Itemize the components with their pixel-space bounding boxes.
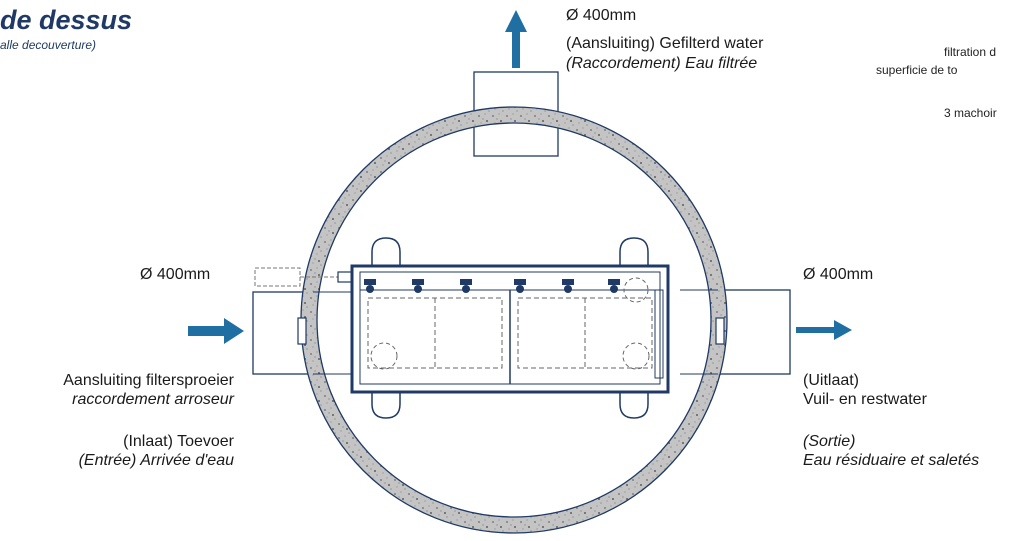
outlet-label-nl-2: Vuil- en restwater — [803, 391, 927, 408]
ring-inner-edge — [316, 122, 712, 518]
right-note-1: filtration d — [944, 45, 997, 59]
basket-ring-top-right — [623, 277, 649, 303]
inlet-supply-nl: (Inlaat) Toevoer — [123, 433, 234, 450]
basket-ring-left — [370, 342, 398, 370]
view-subtitle: alle decouverture) — [0, 38, 97, 52]
left-clamp — [297, 317, 307, 345]
view-title: de dessus — [0, 5, 133, 35]
nozzle-icon — [364, 279, 376, 293]
outlet-diameter: Ø 400mm — [803, 266, 874, 283]
basket-ring-right — [622, 342, 650, 370]
sprayer-connection — [254, 267, 301, 287]
top-outlet-label-nl: (Aansluiting) Gefilterd water — [566, 35, 764, 52]
right-clamp — [715, 317, 725, 345]
handle-top-left — [371, 237, 401, 266]
right-note-3: 3 machoir — [944, 106, 997, 120]
right-pipe — [717, 289, 791, 375]
outlet-label-fr-1: (Sortie) — [803, 433, 856, 450]
nozzle-icon — [562, 279, 574, 293]
nozzle-icon — [412, 279, 424, 293]
handle-top-right — [619, 237, 649, 266]
nozzle-icon — [514, 279, 526, 293]
nozzle-icon — [460, 279, 472, 293]
arrow-right-outlet-icon — [796, 320, 852, 340]
handle-bottom-left — [371, 392, 401, 419]
inlet-supply-fr: (Entrée) Arrivée d'eau — [78, 452, 234, 469]
arrow-up-icon — [505, 10, 527, 68]
inlet-sprayer-fr: raccordement arroseur — [72, 391, 234, 408]
arrow-right-inlet-icon — [188, 318, 244, 344]
spray-nozzles — [364, 279, 620, 293]
outlet-label-nl-1: (Uitlaat) — [803, 372, 860, 389]
outlet-weir — [654, 289, 664, 379]
outlet-label-fr-2: Eau résiduaire et saletés — [803, 452, 980, 469]
inlet-sprayer-nl: Aansluiting filtersproeier — [63, 372, 234, 389]
right-note-2: superficie de to — [876, 63, 958, 77]
nozzle-icon — [608, 279, 620, 293]
top-outlet-diameter: Ø 400mm — [566, 7, 637, 24]
top-outlet-label-fr: (Raccordement) Eau filtrée — [566, 55, 758, 72]
handle-bottom-right — [619, 392, 649, 419]
inlet-diameter: Ø 400mm — [140, 266, 211, 283]
